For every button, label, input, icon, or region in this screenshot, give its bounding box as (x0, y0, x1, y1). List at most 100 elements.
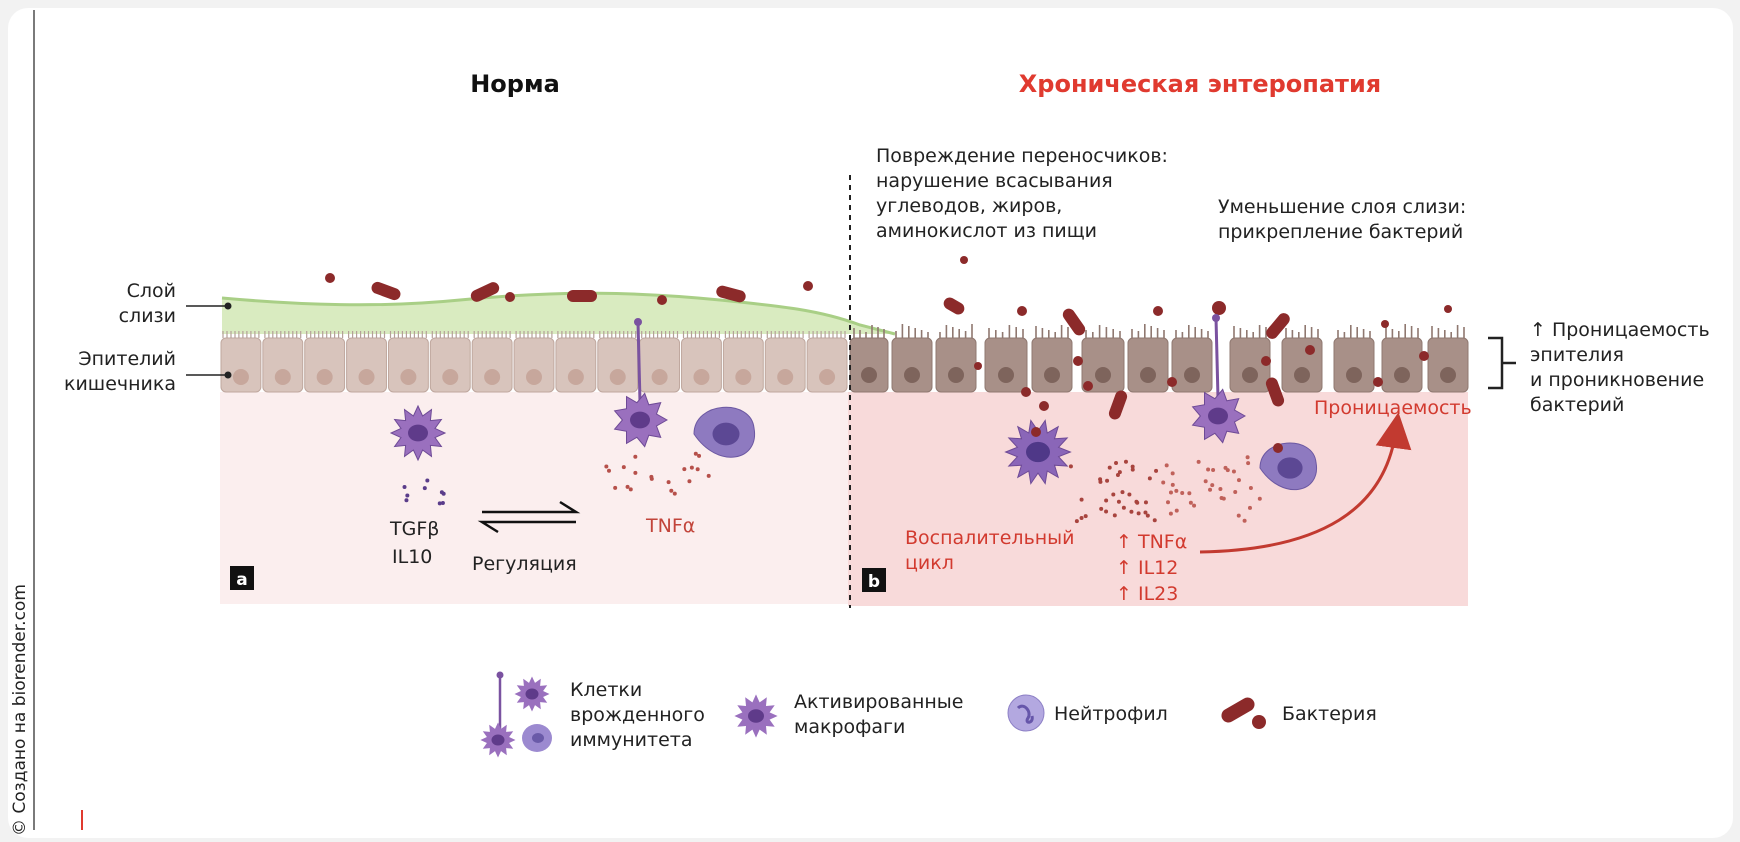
cytokine-dot (1223, 465, 1228, 470)
cell-nucleus (904, 367, 920, 383)
label-mucus-2: слизи (119, 305, 176, 327)
cytokine-dot (1074, 519, 1079, 524)
legend-macrophages-2: макрофаги (794, 716, 905, 738)
cytokine-dot (440, 501, 445, 506)
cell-nucleus (408, 424, 428, 442)
cell-nucleus (948, 367, 964, 383)
damaged-epithelial-cell (1127, 337, 1169, 393)
cytokine-dot (1104, 509, 1109, 514)
epithelial-cell (387, 337, 429, 393)
cytokine-dot (1196, 459, 1201, 464)
epithelium-damaged (849, 324, 1469, 393)
damaged-epithelial-cell (1031, 337, 1073, 393)
permeability-arrow (1199, 412, 1412, 554)
cytokine-dot (1154, 468, 1159, 473)
il10: IL10 (392, 546, 432, 568)
cytokine-dot (1164, 463, 1169, 468)
mucus-reduction-2: прикрепление бактерий (1218, 221, 1463, 243)
cytokine-dot (1104, 498, 1109, 503)
cytokine-dot (1246, 461, 1251, 466)
epithelial-cell (471, 337, 513, 393)
legend-innate-icon-1 (480, 722, 516, 758)
label-epi-2: кишечника (64, 373, 176, 395)
cytokine-dot (1187, 491, 1192, 496)
dendritic-cell-normal (634, 318, 642, 403)
cytokine-dot (1129, 509, 1134, 514)
bacterium-coccus (1419, 351, 1429, 361)
legend-bacteria-coccus (1252, 715, 1266, 729)
dendritic-cell-body (613, 392, 669, 448)
damaged-brush-border (1337, 325, 1371, 338)
bacterium-coccus (1167, 377, 1177, 387)
legend-innate-2: врожденного (570, 704, 705, 726)
bacterium-coccus (1017, 306, 1027, 316)
cell-nucleus (1044, 367, 1060, 383)
permeability-side-3: и проникновение (1530, 369, 1704, 391)
cell-nucleus (1242, 367, 1258, 383)
epithelial-cell (304, 337, 346, 393)
cell-nucleus (1184, 367, 1200, 383)
brush-border (557, 331, 595, 338)
cell-nucleus (1140, 367, 1156, 383)
cytokine-tnf-up: ↑ TNFα (1116, 531, 1187, 553)
cytokine-dot (1099, 506, 1104, 511)
epithelial-cell (346, 337, 387, 393)
cytokine-dot (1218, 487, 1223, 492)
engulfed-bacterium (1031, 427, 1041, 437)
cell-nucleus (232, 369, 249, 385)
cell-nucleus (630, 411, 650, 429)
legend-macrophage-icon (734, 694, 778, 738)
permeability-side-1: ↑ Проницаемость (1530, 319, 1710, 341)
tgf-beta: TGFβ (389, 518, 439, 540)
legend-innate-3: иммунитета (570, 729, 693, 751)
leader-mucus-dot (224, 302, 232, 310)
bacterium-coccus (1444, 305, 1452, 313)
cell-nucleus (1026, 441, 1050, 463)
cytokine-dot (669, 488, 674, 493)
cytokine-dot (1121, 505, 1126, 510)
damaged-brush-border (1085, 325, 1121, 338)
cytokine-dot (1112, 513, 1117, 518)
icon-nucleus (491, 734, 505, 746)
cytokine-dot (604, 464, 609, 469)
damaged-epithelial-cell (1333, 337, 1375, 393)
cytokine-dot (1192, 503, 1197, 508)
bacterium-coccus (803, 281, 813, 291)
damaged-brush-border (988, 325, 1024, 338)
cytokine-dot (1120, 490, 1125, 495)
cytokine-il23-up: ↑ IL23 (1116, 583, 1178, 605)
dendrite-tip (1212, 314, 1220, 322)
cytokine-dot (1115, 473, 1120, 478)
brush-border (641, 331, 679, 338)
damaged-brush-border (1035, 325, 1069, 338)
cytokine-dot (1123, 459, 1128, 464)
brush-border (389, 331, 427, 338)
cytokine-dot (1174, 508, 1179, 513)
inflammatory-cycle-1: Воспалительный (905, 527, 1075, 549)
cell-nucleus (274, 369, 291, 385)
cytokine-dot (405, 493, 410, 498)
dendrite-tip (634, 318, 642, 326)
damaged-epithelial-cell (1229, 337, 1271, 393)
label-mucus-1: Слой (127, 280, 176, 302)
damaged-epithelial-cell (891, 337, 933, 393)
neutrophil-normal (693, 406, 755, 458)
legend-neutrophil-icon (1007, 694, 1045, 732)
neutrophil-disease (1259, 442, 1317, 491)
brush-border (264, 331, 302, 338)
epithelial-cell (555, 337, 597, 393)
cell-nucleus (1440, 367, 1456, 383)
macrophage-normal (389, 404, 447, 462)
inflammatory-cycle-2: цикл (905, 552, 954, 574)
cytokine-dot (633, 470, 638, 475)
neutrophil-nucleus (712, 422, 740, 446)
cytokine-dot (1105, 478, 1110, 483)
legend-innate-icon-3-nucleus (532, 733, 544, 743)
cytokine-dot (1136, 511, 1141, 516)
bacterium-coccus (1153, 306, 1163, 316)
cytokine-dot (1143, 510, 1148, 515)
cytokine-dot (1174, 488, 1179, 493)
bacterium-coccus (960, 256, 968, 264)
